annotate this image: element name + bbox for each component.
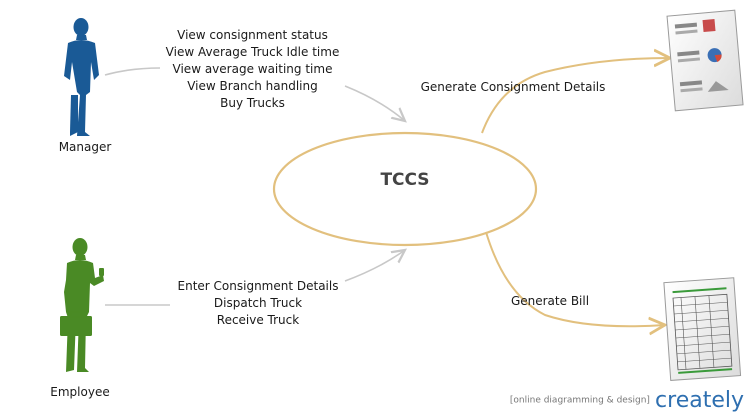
generate-bill-label: Generate Bill: [510, 294, 590, 308]
generate-consignment-details-label: Generate Consignment Details: [420, 80, 606, 94]
employee-figure: [60, 238, 104, 372]
employee-action-item: Receive Truck: [216, 313, 300, 327]
creately-watermark: [online diagramming & design] creately: [510, 388, 744, 413]
employee-actions-list: Enter Consignment Details Dispatch Truck…: [160, 278, 356, 329]
manager-action-item: View average waiting time: [172, 62, 333, 76]
manager-figure: [64, 18, 99, 136]
manager-connector-line: [104, 67, 161, 76]
tccs-system-ellipse: [272, 131, 538, 247]
manager-label: Manager: [58, 140, 112, 154]
manager-action-item: View Branch handling: [187, 79, 318, 93]
consignment-output-arrow: [481, 58, 670, 134]
manager-action-item: View Average Truck Idle time: [165, 45, 340, 59]
employee-action-item: Enter Consignment Details: [177, 279, 339, 293]
bill-document-icon: [663, 277, 742, 381]
creately-logo: creately: [655, 388, 744, 413]
manager-action-item: View consignment status: [177, 28, 328, 42]
watermark-tagline: [online diagramming & design]: [509, 395, 650, 406]
employee-action-item: Dispatch Truck: [213, 296, 303, 310]
manager-to-tccs-arrow: [344, 85, 405, 121]
manager-action-item: Buy Trucks: [220, 96, 285, 110]
tccs-label: TCCS: [380, 170, 430, 190]
manager-actions-list: View consignment status View Average Tru…: [150, 27, 355, 112]
employee-to-tccs-arrow: [344, 250, 405, 282]
bill-output-arrow: [485, 231, 665, 326]
consignment-report-icon: [666, 9, 744, 112]
employee-label: Employee: [50, 385, 110, 399]
